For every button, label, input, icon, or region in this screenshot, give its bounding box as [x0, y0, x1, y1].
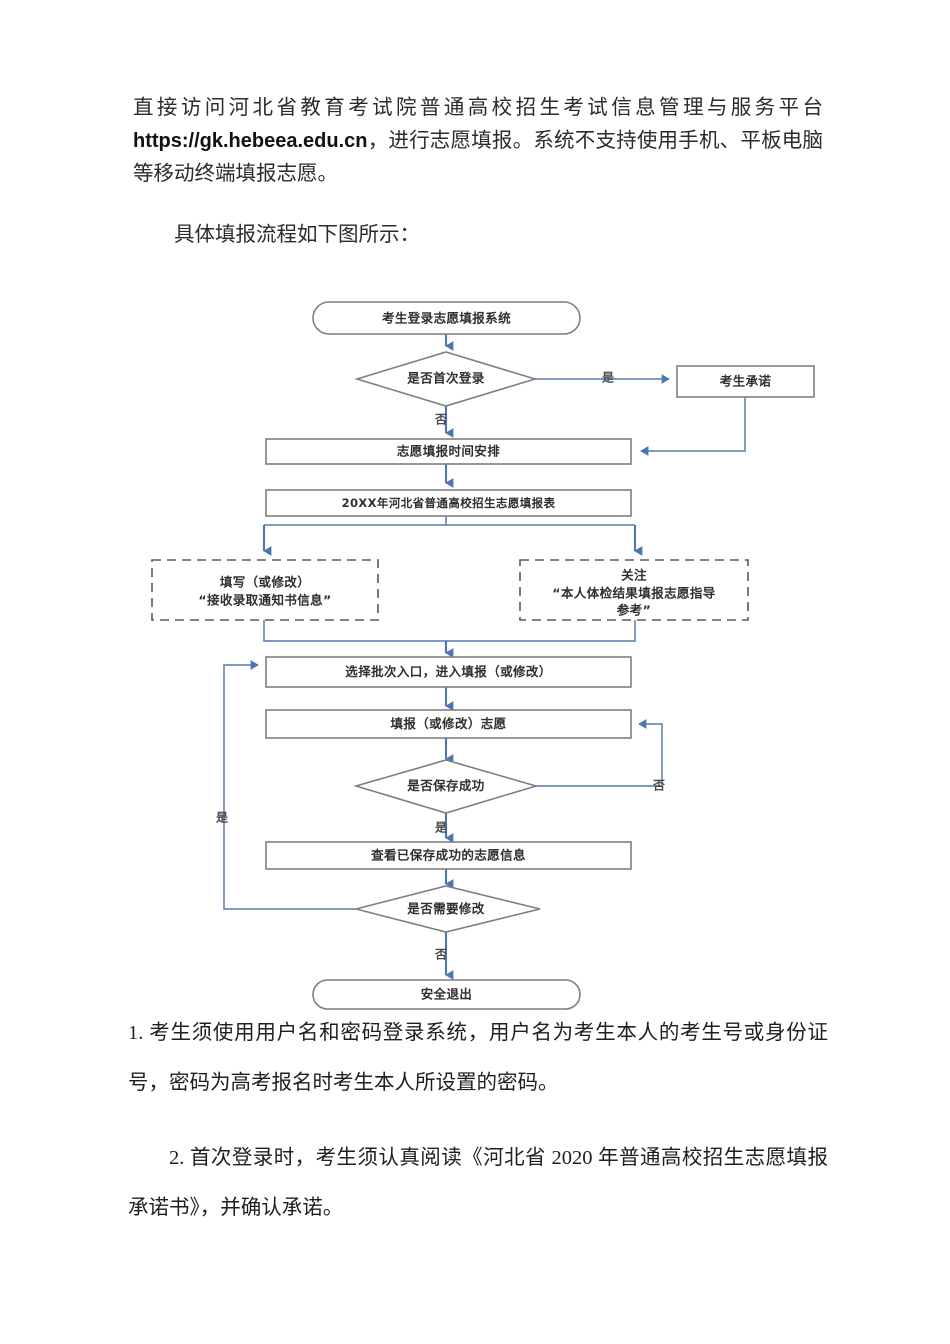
health-note-label-line2: “本人体检结果填报志愿指导	[552, 586, 716, 601]
start-node-label: 考生登录志愿填报系统	[382, 311, 511, 326]
view-saved-shape	[265, 841, 632, 870]
schedule-node-label: 志愿填报时间安排	[397, 444, 500, 459]
edge-label-save-ok-no: 否	[652, 779, 665, 793]
flow-node-start[interactable]: 考生登录志愿填报系统	[312, 301, 581, 335]
paragraph-1: 1. 考生须使用用户名和密码登录系统，用户名为考生本人的考生号或身份证号，密码为…	[128, 1022, 828, 1094]
fill-wish-shape	[265, 709, 632, 739]
intro-text-after-url: ，进行志愿填报。系统不支持使用手机、平板电脑等移动终端填报志愿。	[133, 130, 823, 185]
edge-label-first-login-no: 否	[434, 413, 447, 427]
flow-node-view-saved[interactable]: 查看已保存成功的志愿信息	[265, 841, 632, 870]
edge-need-modify-yes-loop	[223, 660, 356, 910]
need-modify-label: 是否需要修改	[406, 901, 485, 916]
exit-node-shape	[312, 979, 581, 1010]
first-login-label: 是否首次登录	[406, 371, 485, 386]
flow-node-form[interactable]: 20XX年河北省普通高校招生志愿填报表	[265, 489, 632, 517]
fill-notice-label-line2: “接收录取通知书信息”	[198, 593, 331, 608]
flow-node-exit[interactable]: 安全退出	[312, 979, 581, 1010]
health-note-label-line1: 关注	[621, 568, 647, 583]
intro-paragraph: 直接访问河北省教育考试院普通高校招生考试信息管理与服务平台 https://gk.…	[133, 92, 823, 191]
choose-batch-label: 选择批次入口，进入填报（或修改）	[345, 664, 551, 679]
flow-node-choose-batch[interactable]: 选择批次入口，进入填报（或修改）	[265, 656, 632, 688]
edge-label-need-modify-yes: 是	[215, 811, 229, 825]
flow-node-first-login[interactable]: 是否首次登录	[354, 351, 538, 407]
schedule-node-shape	[265, 438, 632, 465]
flowchart-leadin: 具体填报流程如下图所示：	[174, 224, 420, 246]
fill-notice-shape	[151, 559, 379, 621]
flow-node-need-modify[interactable]: 是否需要修改	[355, 885, 541, 933]
promise-node-shape	[676, 365, 815, 398]
form-node-shape	[265, 489, 632, 517]
save-ok-diamond-shape	[353, 759, 539, 814]
edge-label-need-modify-no: 否	[434, 948, 447, 962]
health-note-shape	[519, 559, 749, 621]
edge-dashed-merge-bar	[263, 620, 636, 642]
start-node-shape	[312, 301, 581, 335]
intro-text-before-url: 直接访问河北省教育考试院普通高校招生考试信息管理与服务平台	[133, 97, 823, 119]
flow-node-schedule[interactable]: 志愿填报时间安排	[265, 438, 632, 465]
edge-save-ok-no-loop	[536, 719, 663, 787]
flow-node-fill-notice[interactable]: 填写（或修改） “接收录取通知书信息”	[151, 559, 379, 621]
need-modify-diamond-shape	[355, 885, 541, 933]
first-login-diamond-shape	[354, 351, 538, 407]
flow-node-health-note[interactable]: 关注 “本人体检结果填报志愿指导 参考”	[519, 559, 749, 621]
promise-node-label: 考生承诺	[720, 374, 772, 389]
edge-label-first-login-yes: 是	[601, 371, 615, 385]
choose-batch-shape	[265, 656, 632, 688]
flow-node-fill-wish[interactable]: 填报（或修改）志愿	[265, 709, 632, 739]
flow-node-save-ok[interactable]: 是否保存成功	[353, 759, 539, 814]
portal-url[interactable]: https://gk.hebeea.edu.cn	[133, 130, 368, 152]
fill-wish-label: 填报（或修改）志愿	[390, 716, 506, 731]
health-note-label-line3: 参考”	[617, 603, 651, 618]
edge-promise-to-schedule	[640, 397, 746, 456]
paragraph-2: 2. 首次登录时，考生须认真阅读《河北省 2020 年普通高校招生志愿填报承诺书…	[128, 1147, 828, 1219]
exit-node-label: 安全退出	[421, 987, 473, 1002]
fill-notice-label-line1: 填写（或修改）	[220, 575, 310, 590]
view-saved-label: 查看已保存成功的志愿信息	[370, 848, 526, 863]
edge-label-save-ok-yes: 是	[434, 821, 448, 835]
flow-node-promise[interactable]: 考生承诺	[676, 365, 815, 398]
save-ok-label: 是否保存成功	[406, 778, 484, 793]
form-node-label: 20XX年河北省普通高校招生志愿填报表	[342, 496, 556, 510]
